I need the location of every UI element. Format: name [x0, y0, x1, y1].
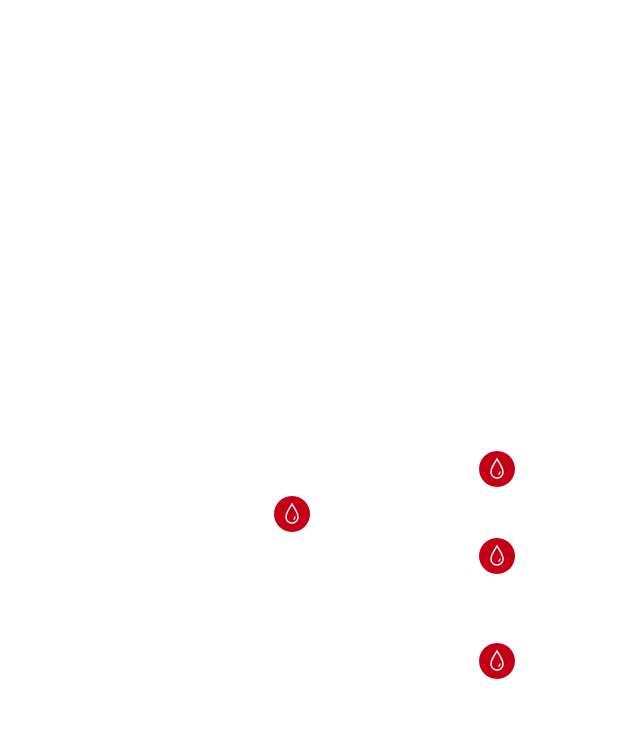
blood-drop-icon [285, 502, 299, 524]
blood-drop-icon [490, 649, 504, 671]
blood-drop-icon [490, 457, 504, 479]
drop-marker [479, 451, 515, 487]
drop-marker [274, 496, 310, 532]
drop-marker [479, 643, 515, 679]
blood-drop-icon [490, 544, 504, 566]
drop-marker [479, 538, 515, 574]
